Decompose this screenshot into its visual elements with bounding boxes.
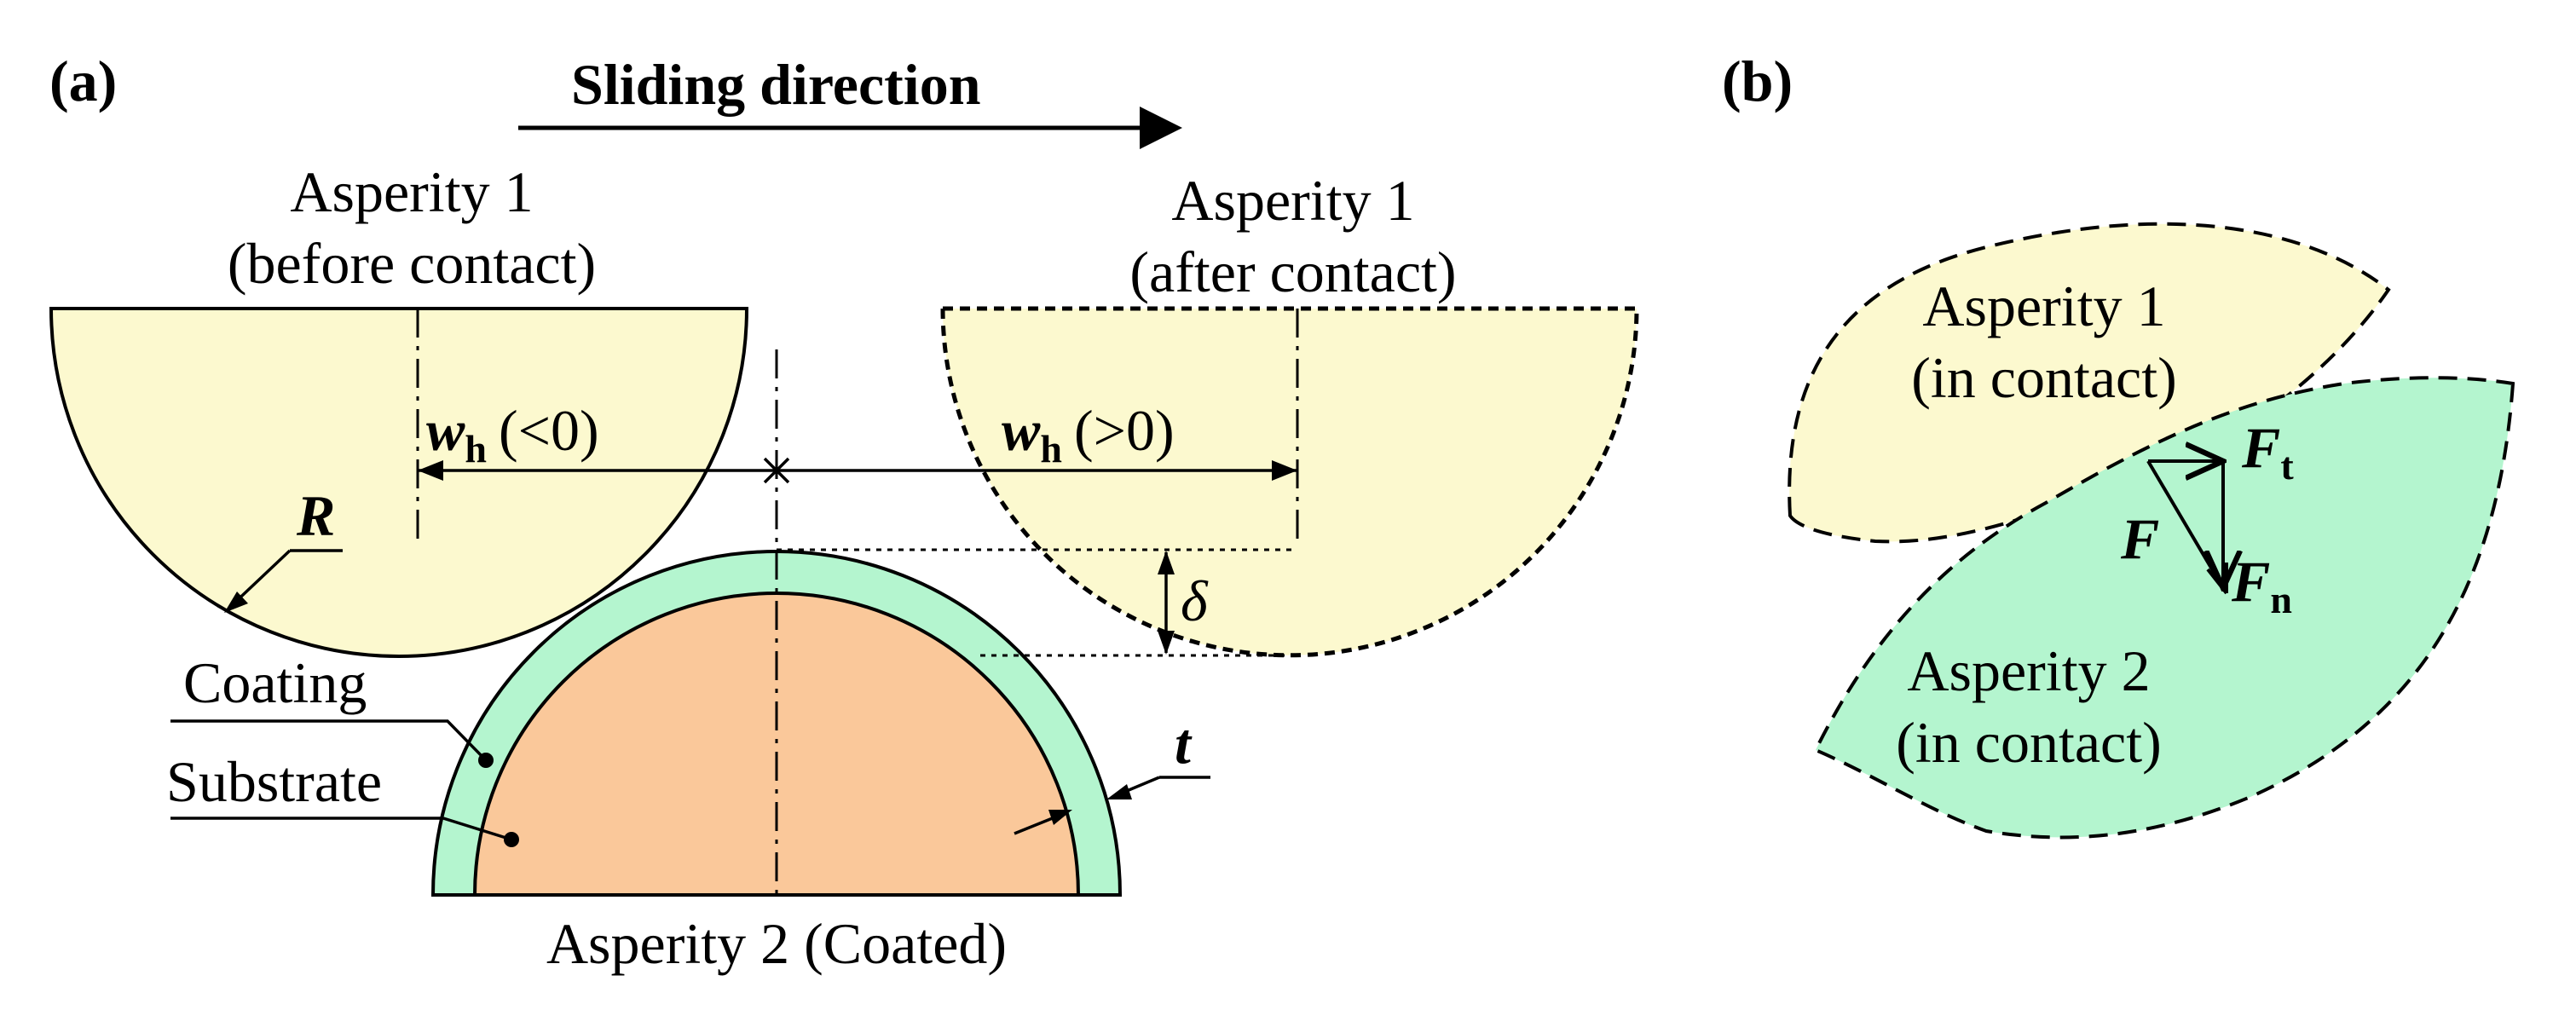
panel-b-label: (b) (1722, 49, 1793, 113)
wh-positive-value: (>0) (1074, 398, 1175, 463)
coating-leader (170, 719, 488, 762)
asperity2-label: Asperity 2 (Coated) (546, 911, 1007, 976)
force-normal-symbol: F (2231, 549, 2270, 614)
asperity1-before-subtitle: (before contact) (228, 231, 596, 296)
asperity1-contact-subtitle: (in contact) (1911, 345, 2177, 410)
force-normal-subscript: n (2270, 578, 2292, 621)
radius-arrowhead (224, 592, 248, 613)
wh-left-arrowhead (418, 460, 443, 481)
wh-right-arrowhead (1272, 460, 1297, 481)
substrate-leader-dot (504, 832, 519, 847)
force-normal-label: Fn (2231, 549, 2292, 621)
asperity2-substrate (472, 592, 1081, 897)
force-tangential-subscript: t (2280, 444, 2294, 488)
panel-b: (b) Asperity 1 (in contact) Asperity 2 (… (1722, 49, 2515, 840)
wh-negative-subscript: h (465, 427, 487, 470)
asperity1-contact-shape (1788, 222, 2391, 544)
wh-center-cross (763, 457, 790, 484)
force-resultant-arrowhead (2206, 563, 2228, 595)
asperity1-contact-title: Asperity 1 (1922, 274, 2165, 338)
radius-symbol: R (296, 483, 335, 548)
wh-negative-value: (<0) (499, 398, 599, 463)
asperity1-after-shape (940, 306, 1639, 658)
wh-positive-subscript: h (1040, 427, 1062, 470)
thickness-inner-arrowhead (1048, 810, 1072, 825)
asperity2-contact-shape (1813, 376, 2515, 840)
force-resultant-label: F (2120, 506, 2159, 571)
force-tangential-symbol: F (2241, 415, 2280, 480)
asperity1-after-title: Asperity 1 (1171, 168, 1414, 233)
asperity1-after-subtitle: (after contact) (1129, 240, 1456, 304)
delta-bottom-arrowhead (1158, 631, 1175, 655)
panel-a-label: (a) (49, 49, 117, 113)
asperity1-before-shape (49, 307, 749, 658)
coating-label: Coating (183, 650, 367, 715)
thickness-outer-arrowhead (1106, 784, 1132, 799)
delta-symbol: δ (1181, 568, 1209, 633)
substrate-label: Substrate (166, 749, 382, 814)
coating-leader-dot (478, 753, 494, 768)
wh-negative-symbol: w (426, 398, 465, 463)
asperity2-contact-subtitle: (in contact) (1896, 710, 2162, 775)
force-tangential-label: Ft (2241, 415, 2294, 488)
delta-top-arrowhead (1158, 551, 1175, 574)
panel-a: (a) Sliding direction Asperity 1 (before… (49, 49, 1639, 976)
wh-positive-symbol: w (1002, 398, 1041, 463)
wh-positive-label: wh (>0) (1002, 398, 1175, 470)
wh-negative-label: wh (<0) (426, 398, 599, 470)
sliding-direction-label: Sliding direction (571, 52, 981, 117)
asperity2-contact-title: Asperity 2 (1907, 638, 2150, 703)
asperity1-before-title: Asperity 1 (290, 159, 533, 224)
thickness-symbol: t (1175, 711, 1193, 776)
substrate-leader (170, 817, 512, 841)
